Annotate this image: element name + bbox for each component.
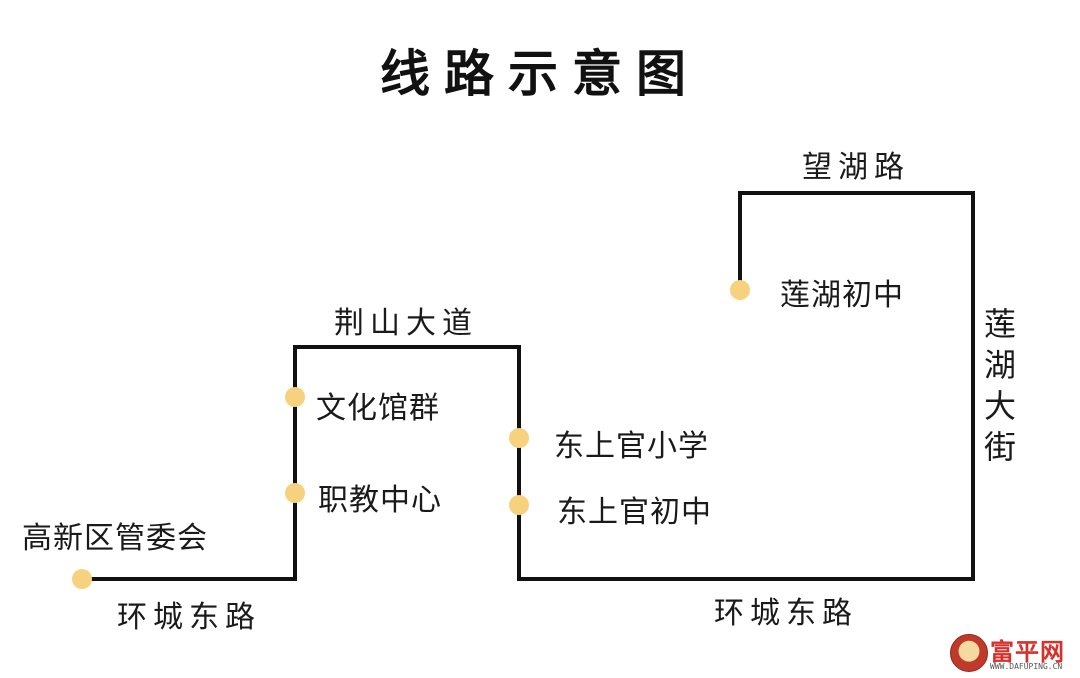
watermark-url: WWW.DAFUPING.CN	[990, 662, 1063, 671]
stops-layer	[72, 280, 750, 589]
stop-label-dsg-chuzhong: 东上官初中	[557, 495, 712, 530]
stop-dot-dsg-chuzhong	[509, 495, 529, 515]
road-label-huancheng-left: 环城东路	[117, 600, 261, 635]
stop-label-wenhua: 文化馆群	[316, 391, 440, 426]
stop-label-lianhu-chuzhong: 莲湖初中	[780, 278, 904, 313]
road-label-huancheng-right: 环城东路	[714, 596, 858, 631]
stop-dot-gaoxin	[72, 569, 92, 589]
road-label-jingshan: 荆山大道	[334, 306, 478, 341]
route-line	[82, 191, 975, 581]
diagram-title: 线路示意图	[380, 45, 700, 103]
stop-dot-dsg-xiaoxue	[509, 428, 529, 448]
stop-label-zhijiao: 职教中心	[318, 483, 442, 518]
road-label-lianhu: 莲湖大街	[983, 305, 1016, 466]
stop-dot-lianhu-chuzhong	[730, 280, 750, 300]
watermark-seal-icon	[950, 634, 988, 672]
stop-label-gaoxin: 高新区管委会	[22, 521, 208, 556]
road-label-wanghu: 望湖路	[802, 150, 910, 185]
watermark-brand: 富平网	[990, 638, 1065, 666]
watermark: 富平网 WWW.DAFUPING.CN	[950, 634, 1074, 674]
stop-label-dsg-xiaoxue: 东上官小学	[554, 429, 709, 464]
stop-dot-wenhua	[285, 387, 305, 407]
stop-dot-zhijiao	[285, 483, 305, 503]
